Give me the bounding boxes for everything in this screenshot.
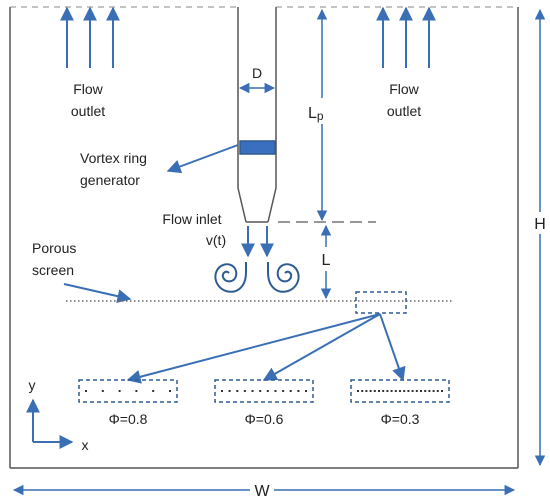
screen-solid-segment <box>394 390 397 392</box>
screen-solid-segment <box>390 390 393 392</box>
height-label: H <box>534 216 546 233</box>
screen-solid-segment <box>428 390 431 392</box>
screen-solid-segment <box>118 390 121 392</box>
y-axis-label: y <box>29 377 36 393</box>
screen-solid-segment <box>221 390 223 392</box>
screen-detail-box-1 <box>78 379 178 403</box>
flow-inlet-arrows <box>241 226 274 258</box>
screen-solid-segment <box>228 390 231 392</box>
screen-solid-segment <box>282 390 285 392</box>
width-label-bg <box>250 479 274 501</box>
vortex-generator-label-2: generator <box>80 172 140 188</box>
zoom-pointers <box>126 313 406 384</box>
screen-solid-segment <box>101 390 104 392</box>
screen-solid-segment <box>415 390 418 392</box>
screen-porosity-label-1: Φ=0.8 <box>109 411 148 427</box>
screen-solid-segment <box>373 390 376 392</box>
flow-inlet-velocity-label: v(t) <box>206 232 226 248</box>
height-label-bg <box>530 212 550 234</box>
width-label: W <box>254 483 270 500</box>
screen-solid-segment <box>411 390 414 392</box>
vortex-ring-generator <box>239 140 276 155</box>
screen-zoom-box <box>355 291 407 314</box>
x-axis-label: x <box>82 437 89 453</box>
vortex-ring-spirals <box>214 262 300 293</box>
screen-solid-segment <box>382 390 385 392</box>
domain-boundary <box>9 7 519 469</box>
screen-detail-group <box>78 379 450 403</box>
screen-porosity-label-2: Φ=0.6 <box>245 411 284 427</box>
screen-solid-segment <box>432 390 435 392</box>
vortex-generator-label: Vortex ring <box>80 150 147 166</box>
screen-solid-segment <box>289 390 292 392</box>
porous-screen-label-2: screen <box>32 262 74 278</box>
nozzle <box>237 187 277 223</box>
screen-solid-segment <box>169 390 171 392</box>
gap-length-label: L <box>322 252 331 269</box>
screen-solid-segment <box>441 390 443 392</box>
screen-solid-segment <box>152 390 155 392</box>
screen-solid-segment <box>243 390 246 392</box>
screen-solid-segment <box>266 390 269 392</box>
flow-inlet-label: Flow inlet <box>162 211 221 227</box>
outlet-arrows-left <box>60 6 120 68</box>
outlet-arrows-right <box>376 6 436 68</box>
screen-solid-segment <box>274 390 277 392</box>
flow-outlet-right-label: Flow <box>389 81 419 97</box>
pipe-length-label-bg <box>303 98 337 124</box>
screen-solid-segment <box>386 390 389 392</box>
screen-solid-segment <box>305 390 307 392</box>
flow-outlet-right-label-2: outlet <box>387 103 421 119</box>
screen-solid-segment <box>369 390 372 392</box>
screen-detail-box-2 <box>214 379 314 403</box>
screen-solid-segment <box>259 390 262 392</box>
vortex-generator-pointer <box>166 144 239 174</box>
screen-solid-segment <box>407 390 410 392</box>
coordinate-axes <box>26 398 74 449</box>
screen-solid-segment <box>361 390 364 392</box>
flow-outlet-left-label: Flow <box>73 81 103 97</box>
screen-solid-segment <box>420 390 422 392</box>
screen-solid-segment <box>236 390 239 392</box>
screen-solid-segment <box>399 390 401 392</box>
diameter-label: D <box>252 65 262 81</box>
screen-solid-segment <box>436 390 439 392</box>
screen-solid-segment <box>403 390 406 392</box>
screen-solid-segment <box>357 390 359 392</box>
pipe-length-label: Lp <box>308 105 324 123</box>
screen-solid-segment <box>378 390 380 392</box>
screen-solid-segment <box>251 390 254 392</box>
screen-solid-segment <box>424 390 427 392</box>
porous-screen-pointer <box>63 283 132 304</box>
porous-screen-label: Porous <box>32 240 76 256</box>
screen-solid-segment <box>135 390 138 392</box>
screen-solid-segment <box>297 390 300 392</box>
flow-outlet-left-label-2: outlet <box>71 103 105 119</box>
screen-porosity-label-3: Φ=0.3 <box>381 411 420 427</box>
screen-solid-segment <box>365 390 368 392</box>
screen-solid-segment <box>85 390 87 392</box>
gap-length-label-bg <box>314 247 338 271</box>
screen-detail-box-3 <box>350 379 450 403</box>
